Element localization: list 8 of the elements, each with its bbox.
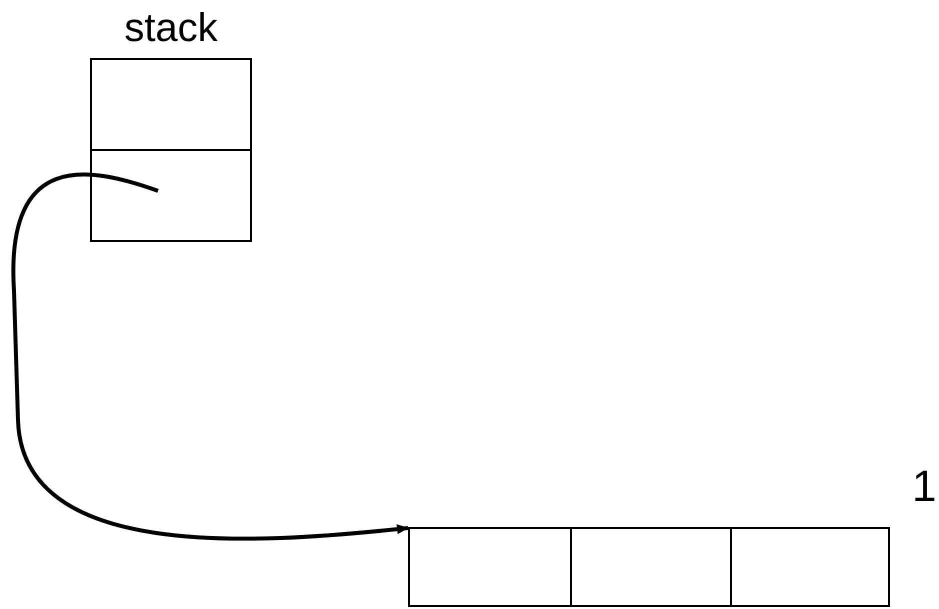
- cell-box: [408, 527, 572, 607]
- index-label: 1: [912, 462, 936, 512]
- cell-box: [570, 527, 732, 607]
- cell-box: [90, 58, 252, 151]
- cell-box: [90, 149, 252, 242]
- cell-box: [730, 527, 890, 607]
- stack-heading: stack: [123, 5, 219, 52]
- pointer-arrow: [12, 172, 409, 541]
